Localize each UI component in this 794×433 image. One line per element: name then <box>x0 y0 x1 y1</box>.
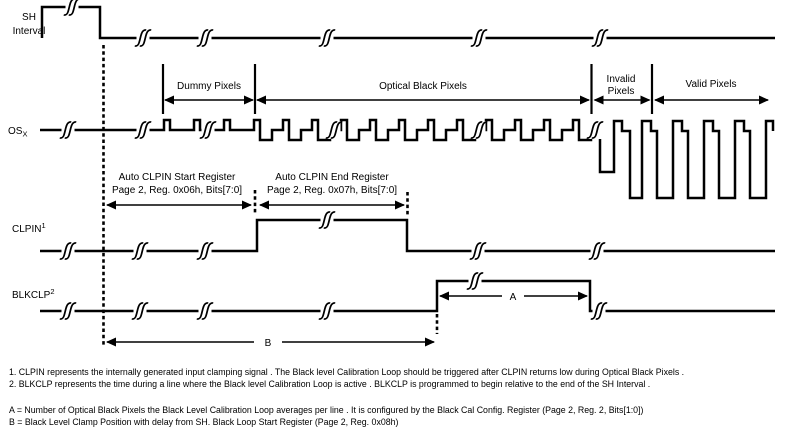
line-break-symbol <box>196 301 214 321</box>
blkclp-waveform <box>40 279 775 313</box>
line-break-symbol <box>591 28 609 48</box>
line-break-symbol <box>134 120 152 140</box>
footnote-a: A = Number of Optical Black Pixels the B… <box>9 405 643 415</box>
line-break-symbol <box>590 301 608 321</box>
line-break-symbol <box>586 120 604 140</box>
line-break-symbol <box>131 301 149 321</box>
line-break-symbol <box>469 241 487 261</box>
marker-a-label: A <box>510 292 517 303</box>
line-break-symbol <box>466 271 484 291</box>
line-break-symbol <box>59 301 77 321</box>
footnote-b: B = Black Level Clamp Position with dela… <box>9 417 399 427</box>
line-break-symbol <box>134 28 152 48</box>
osx-signal-label: OSX <box>8 126 27 139</box>
footnote-2: 2. BLKCLP represents the time during a l… <box>9 379 650 389</box>
line-break-symbol <box>325 120 343 140</box>
line-break-symbol <box>470 120 488 140</box>
line-break-symbol <box>59 120 77 140</box>
blkclp-signal-label: BLKCLP2 <box>12 287 55 301</box>
line-break-symbol <box>63 0 81 17</box>
line-break-symbol <box>318 301 336 321</box>
marker-b-label: B <box>265 338 272 349</box>
dummy-pixels-label: Dummy Pixels <box>177 81 241 92</box>
line-break-symbol <box>59 241 77 261</box>
line-break-symbol <box>196 28 214 48</box>
line-break-symbol <box>588 241 606 261</box>
optical-black-pixels-label: Optical Black Pixels <box>379 81 467 92</box>
line-break-symbol <box>318 28 336 48</box>
valid-pixels-label: Valid Pixels <box>686 79 737 90</box>
line-break-symbol <box>470 28 488 48</box>
footnote-1: 1. CLPIN represents the internally gener… <box>9 367 684 377</box>
clpin-signal-label: CLPIN1 <box>12 221 46 235</box>
line-break-symbol <box>199 120 217 140</box>
line-break-symbol <box>131 241 149 261</box>
line-break-symbol <box>196 241 214 261</box>
line-break-symbol <box>318 210 336 230</box>
